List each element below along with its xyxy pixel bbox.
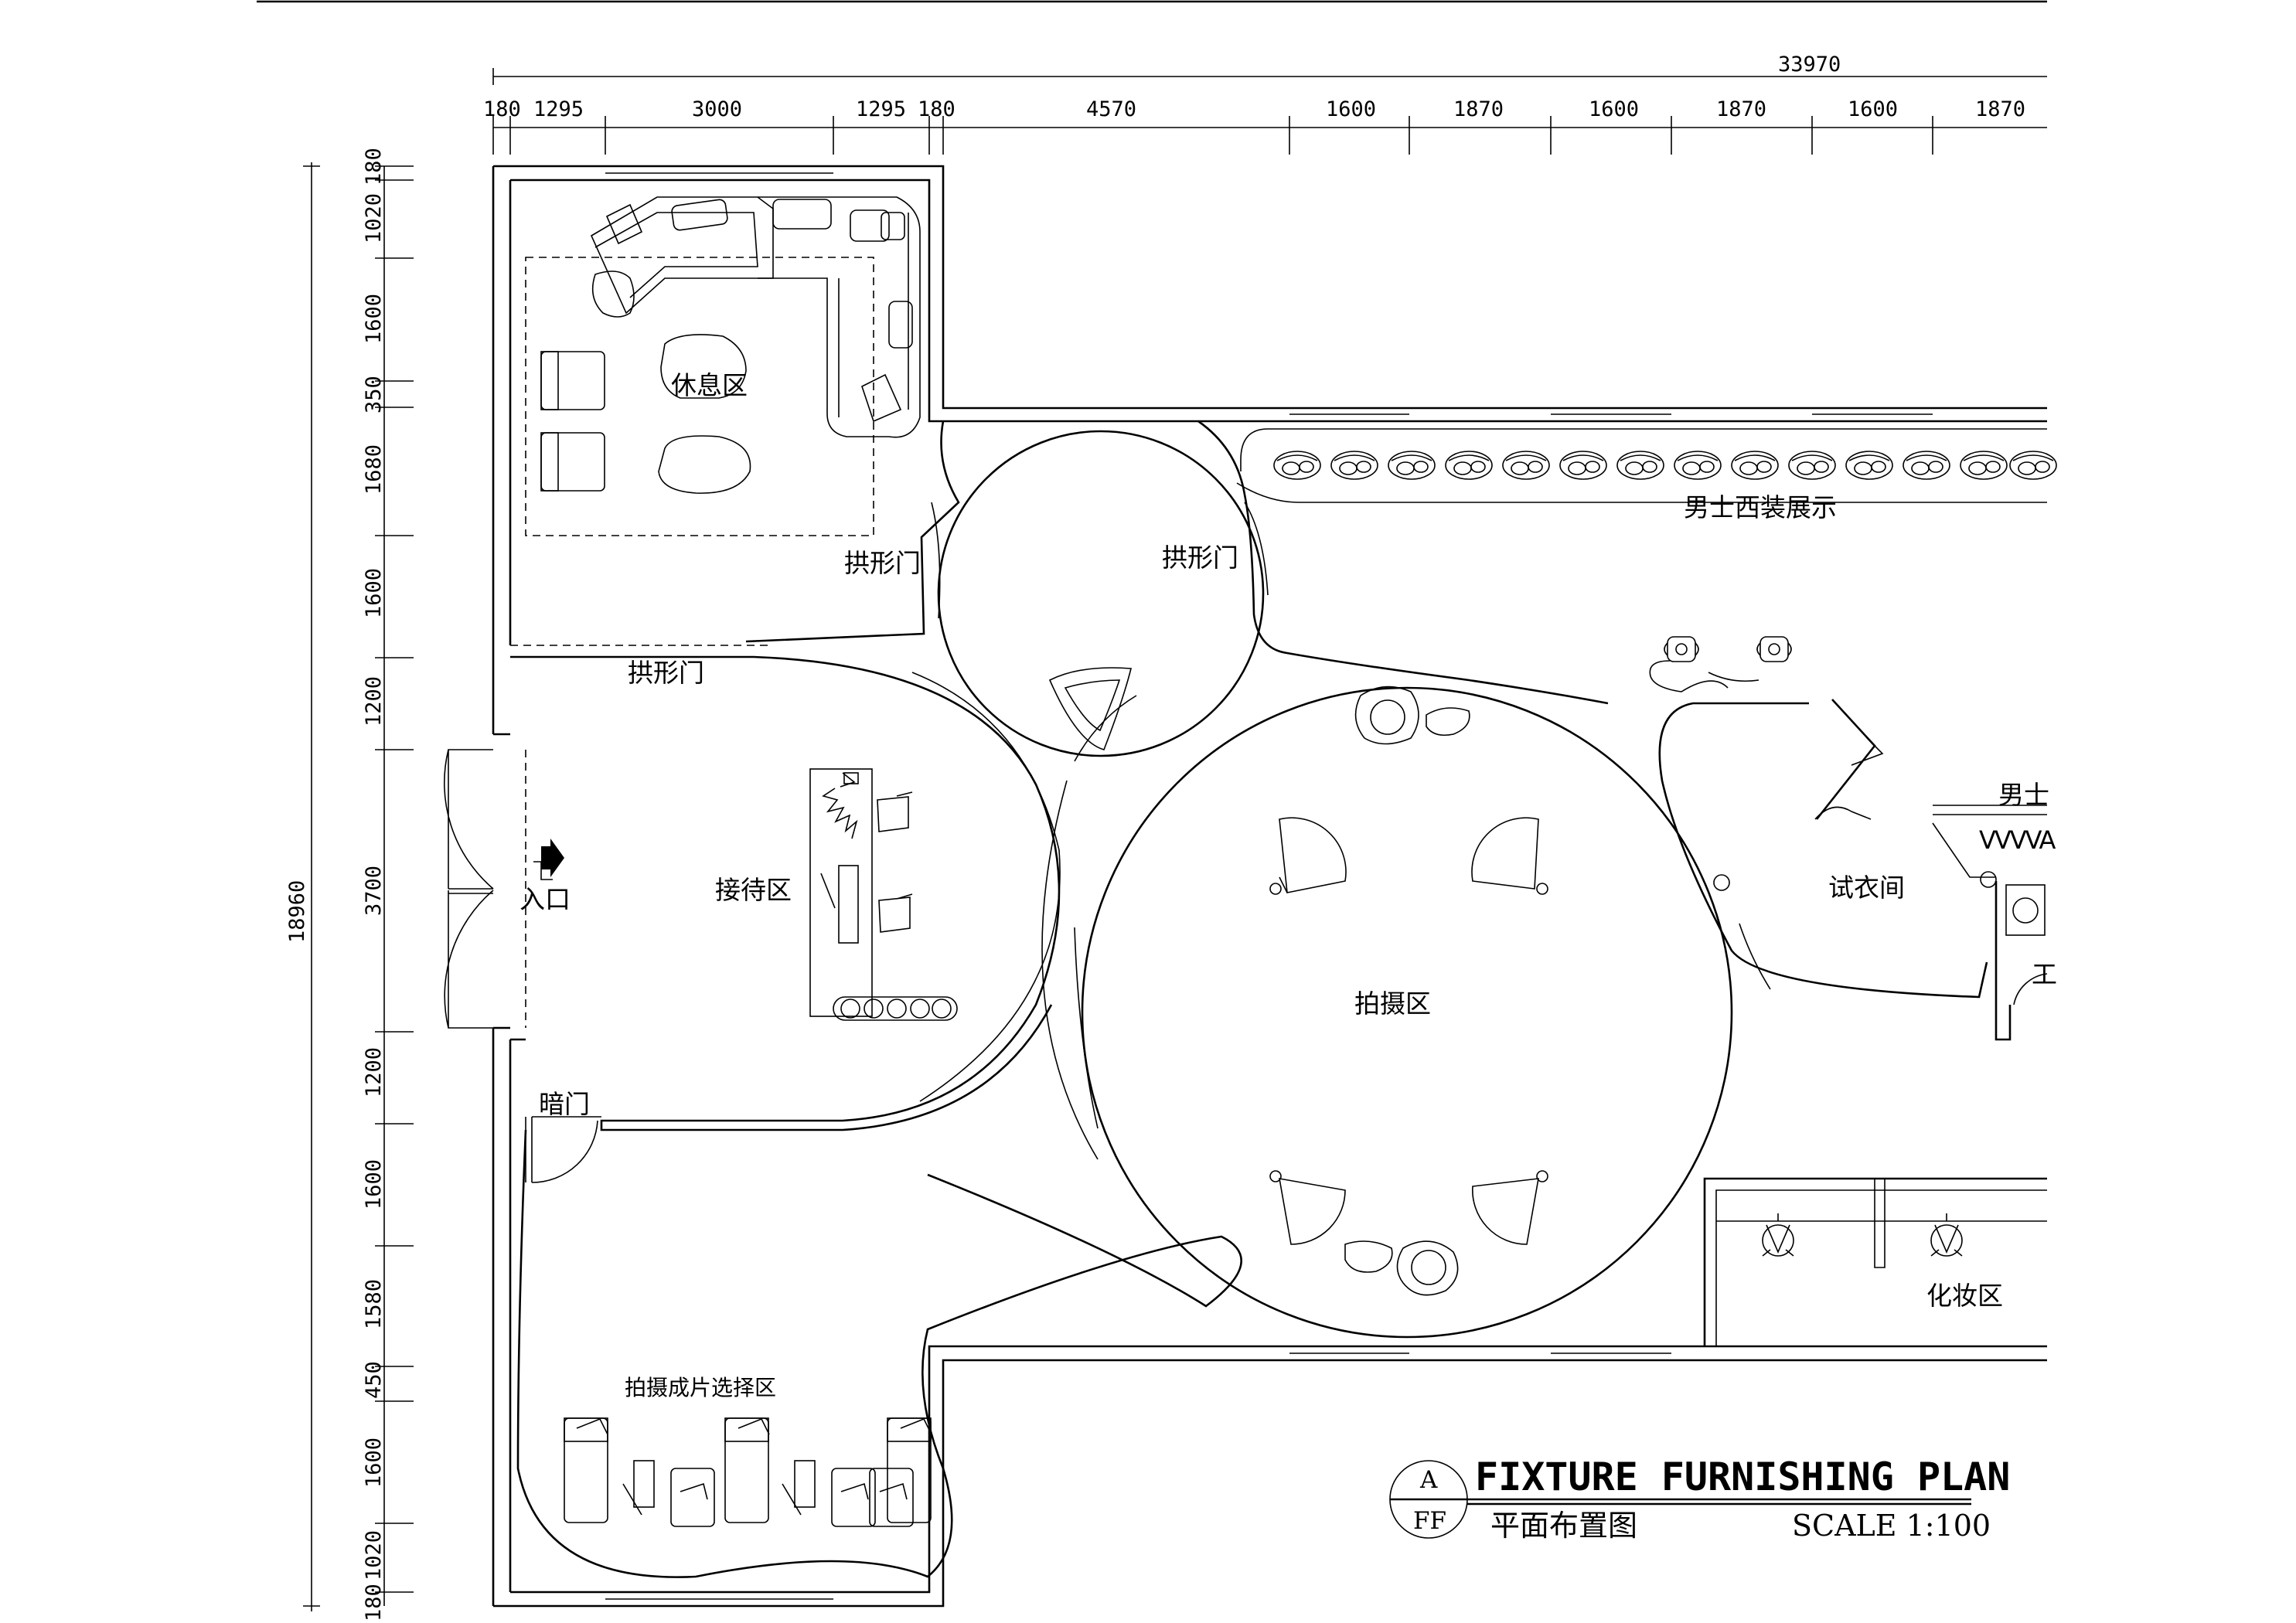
room-label-shooting: 拍摄区 [1354,988,1431,1019]
dim-left: 1020 [362,1530,386,1580]
room-label-arch-door: 拱形门 [1162,543,1238,573]
title-bubble-top: A [1419,1466,1438,1494]
room-label-suit-display: 男士西装展示 [1684,492,1837,522]
makeup-chair-icon [1930,1213,1963,1257]
room-label-makeup: 化妆区 [1926,1281,2003,1311]
room-label-arch-door: 拱形门 [628,658,704,688]
plant-icon [822,772,859,839]
title-block: A FF FIXTURE FURNISHING PLAN 平面布置图 SCALE… [1389,1455,2010,1543]
photo-selection-area: 拍摄成片选择区 [564,1375,932,1527]
top-dimensions: 33970 180 1295 3000 1295 180 4570 1600 1… [483,53,2047,155]
dim-left: 1600 [362,294,386,344]
lounge-area: 休息区 [525,196,921,536]
dim-top: 180 [918,97,956,121]
dim-top: 3000 [692,97,742,121]
room-label-fitting: 试衣间 [1828,873,1905,903]
umbrella-light-icon [1269,1170,1346,1245]
dim-left: 1200 [362,676,386,726]
makeup-area: 化妆区 [1703,1177,2047,1346]
dim-left: 450 [362,1361,386,1399]
dim-left: 1580 [362,1279,386,1329]
title-bubble-bottom: FF [1413,1507,1446,1535]
entrance-arrow-icon [541,839,564,877]
dim-left: 3700 [362,866,386,916]
dim-left: 1600 [362,568,386,618]
display-rail-label: VVVVA [1979,825,2056,855]
dim-top: 4570 [1086,97,1136,121]
umbrella-light-icon [1471,817,1548,895]
room-label-photo-select: 拍摄成片选择区 [625,1375,776,1400]
reception-area: 接待区 入口 [519,655,1061,1131]
left-dimensions: 18960 180 1020 1600 350 1680 1600 1200 3… [285,148,414,1621]
entrance-doors[interactable] [443,749,564,1029]
dim-top: 1870 [1975,97,2025,121]
title-english: FIXTURE FURNISHING PLAN [1475,1455,2010,1499]
dim-left: 180 [362,1584,386,1621]
room-label-reception: 接待区 [715,875,792,905]
title-scale: SCALE 1:100 [1792,1509,1991,1543]
dim-total-width: 33970 [1778,53,1841,77]
room-label-entrance: 入口 [519,884,571,914]
dim-left: 1600 [362,1159,386,1210]
room-label-hidden-door: 暗门 [539,1089,590,1119]
title-chinese: 平面布置图 [1490,1509,1637,1543]
dim-left: 180 [362,148,386,185]
room-label-arch-door: 拱形门 [844,548,921,578]
suit-display: 男士西装展示 [1236,428,2057,522]
dim-top: 1600 [1589,97,1639,121]
papasan-chair-icon [1048,667,1133,750]
dim-top: 1295 [533,97,584,121]
dim-top: 1600 [1848,97,1898,121]
dim-top: 1870 [1453,97,1504,121]
makeup-chair-icon [1762,1213,1794,1257]
dim-total-height: 18960 [285,880,309,943]
dim-top: 1870 [1716,97,1766,121]
walls [492,165,2047,1608]
arch-door-rotunda: 拱形门 拱形门 拱形门 [628,420,1609,757]
room-label-mens-partial: 男士 [1998,780,2049,810]
dim-left: 1680 [362,444,386,495]
dim-top: 1295 [856,97,906,121]
dim-left: 1600 [362,1438,386,1488]
room-label-work-partial: 工 [2032,959,2057,989]
fitting-room: 试衣间 VVVVA 男士 工 [1649,636,2058,1041]
dim-top: 180 [483,97,521,121]
umbrella-light-icon [1269,817,1347,895]
room-label-lounge: 休息区 [671,370,748,400]
dim-top: 1600 [1326,97,1376,121]
dim-left: 1020 [362,193,386,243]
hidden-door[interactable]: 暗门 [525,1089,601,1183]
dim-left: 1200 [362,1047,386,1097]
shooting-area: 拍摄区 [516,686,1733,1578]
dim-left: 350 [362,376,386,413]
umbrella-light-icon [1472,1170,1548,1245]
